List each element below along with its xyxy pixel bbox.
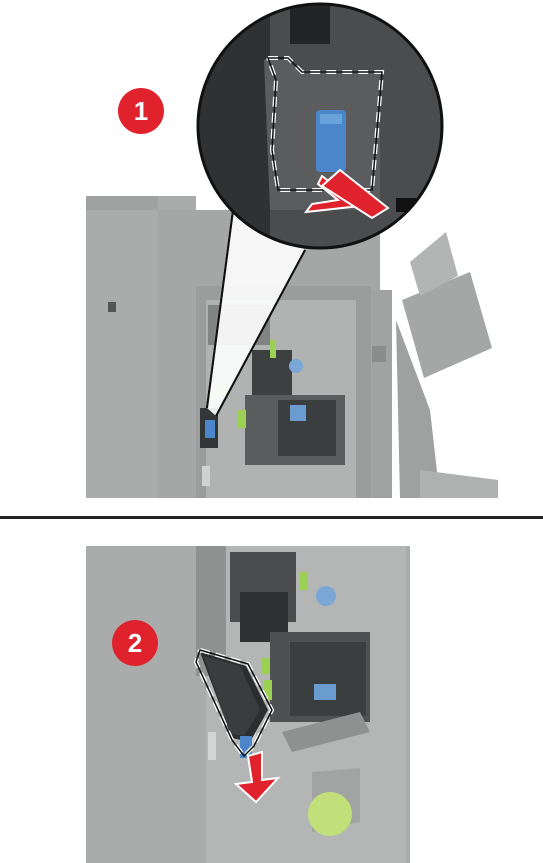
- step-1-illustration: [0, 0, 543, 506]
- blue-knob-icon: [316, 586, 336, 606]
- step-2-badge: 2: [112, 620, 158, 666]
- indicator-icon: [108, 302, 116, 312]
- step-1-panel: 1: [0, 0, 543, 506]
- output-tray-lower: [420, 470, 498, 498]
- green-knob-icon: [308, 792, 352, 836]
- open-door: [372, 290, 392, 498]
- step-2-panel: 2: [0, 532, 543, 863]
- step-1-badge: 1: [118, 88, 164, 134]
- output-tray-upper: [402, 272, 492, 378]
- blue-knob-icon: [289, 359, 303, 373]
- step-2-illustration: [0, 532, 543, 863]
- section-divider: [0, 516, 543, 519]
